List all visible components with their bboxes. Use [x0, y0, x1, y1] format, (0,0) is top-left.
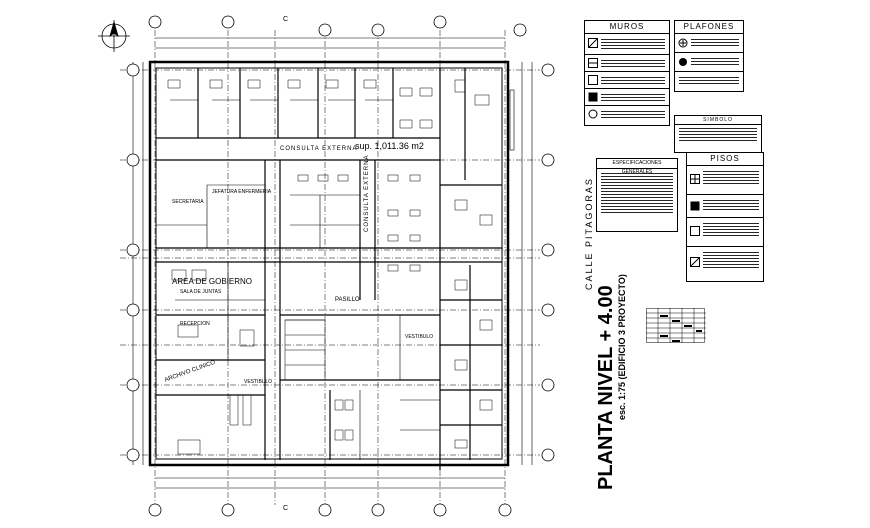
- wall-symbol-icon: [588, 38, 598, 48]
- legend-plafones: PLAFONES: [674, 20, 744, 92]
- legend-pisos-header: PISOS: [687, 153, 763, 166]
- floor-symbol-icon: [690, 257, 700, 267]
- legend-row: [585, 34, 669, 55]
- legend-row: [585, 72, 669, 89]
- legend-row: [675, 34, 743, 53]
- ceiling-symbol-icon: [678, 38, 688, 48]
- room-consulta-externa-vert: CONSULTA EXTERNA: [364, 154, 370, 232]
- legend-especificaciones-header: ESPECIFICACIONES GENERALES: [597, 159, 677, 175]
- axis-label-bottom-c: C: [283, 505, 289, 512]
- legend-row: [687, 166, 763, 195]
- legend-pisos: PISOS: [686, 152, 764, 282]
- legend-row: [675, 53, 743, 72]
- wall-symbol-icon: [588, 109, 598, 119]
- room-jefatura: JEFATURA ENFERMERIA: [212, 189, 272, 195]
- ceiling-symbol-icon: [679, 58, 687, 66]
- legend-row: [687, 247, 763, 279]
- axis-label-top-c: C: [283, 16, 289, 23]
- room-area-gobierno: AREA DE GOBIERNO: [172, 277, 253, 286]
- street-label: CALLE PITAGORAS: [584, 177, 594, 290]
- legend-row: [585, 89, 669, 106]
- area-label: sup. 1,011.36 m2: [355, 141, 424, 151]
- room-vestibulo: VESTIBULO: [244, 379, 273, 385]
- wall-symbol-icon: [588, 58, 598, 68]
- room-consulta-externa-top: CONSULTA EXTERNA: [280, 146, 358, 152]
- legend-especificaciones: ESPECIFICACIONES GENERALES: [596, 158, 678, 232]
- wall-symbol-icon: [588, 92, 598, 102]
- legend-muros: MUROS: [584, 20, 670, 126]
- floor-symbol-icon: [690, 201, 700, 211]
- room-secretaria: SECRETARIA: [172, 199, 204, 205]
- finishes-table: [646, 308, 706, 343]
- room-sala-juntas: SALA DE JUNTAS: [180, 289, 222, 295]
- legend-plafones-header: PLAFONES: [675, 21, 743, 34]
- plan-subtitle: esc. 1:75 (EDIFICIO 3 PROYECTO): [617, 274, 627, 420]
- floor-symbol-icon: [690, 226, 700, 236]
- legend-simbologia: SIMBOLO: [674, 115, 762, 153]
- legend-row: [687, 218, 763, 247]
- legend-row: [675, 72, 743, 89]
- axis-bubbles: [126, 15, 555, 517]
- legend-muros-header: MUROS: [585, 21, 669, 34]
- wall-symbol-icon: [588, 75, 598, 85]
- legend-row: [585, 106, 669, 123]
- room-pasillo: PASILLO: [335, 297, 360, 303]
- north-arrow-icon: [98, 20, 130, 52]
- legend-row: [687, 195, 763, 218]
- floor-plan: [120, 30, 540, 505]
- floor-symbol-icon: [690, 174, 700, 184]
- plan-title: PLANTA NIVEL + 4.00: [595, 285, 617, 490]
- legend-simbologia-header: SIMBOLO: [675, 116, 761, 125]
- room-recepcion: RECEPCION: [180, 321, 210, 327]
- room-vestibulo-2: VESTIBULO: [405, 334, 434, 340]
- legend-row: [585, 55, 669, 72]
